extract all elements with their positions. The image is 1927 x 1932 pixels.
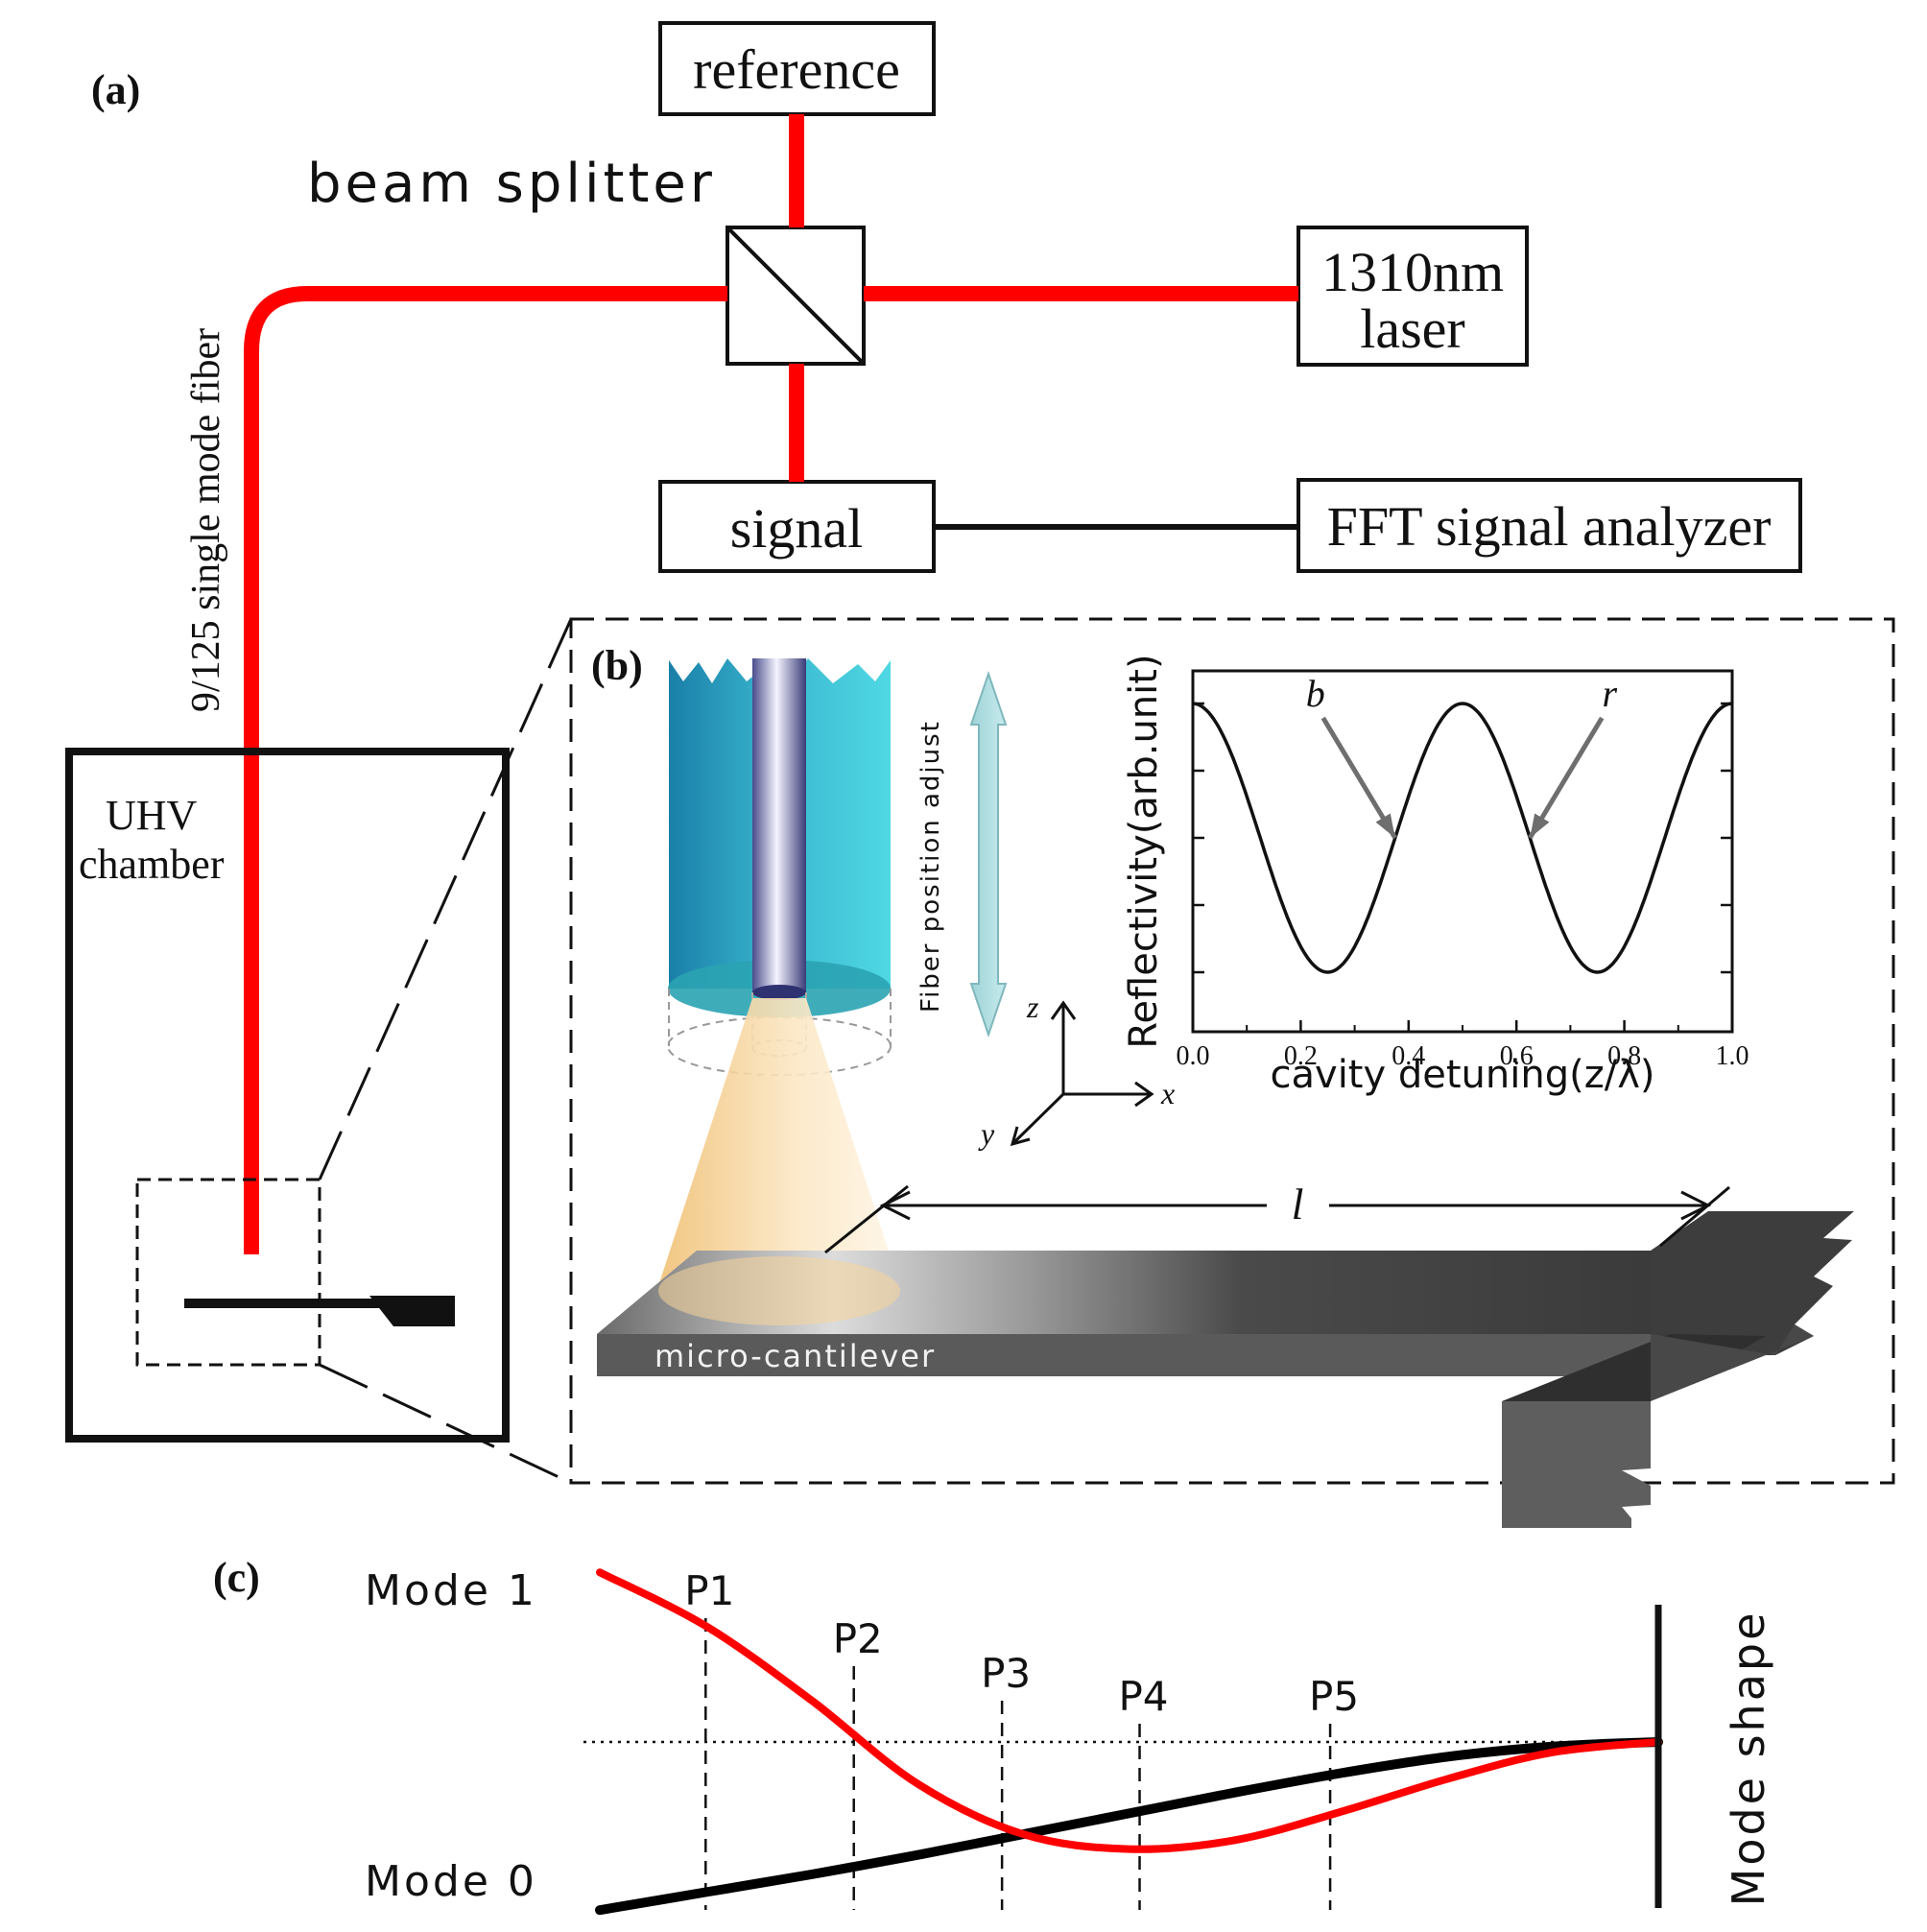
fiber-core <box>752 658 806 992</box>
reflectivity-x-tick-labels: 0.0 0.2 0.4 0.6 0.8 1.0 <box>1177 1041 1749 1071</box>
reflectivity-x-tick-label: 1.0 <box>1716 1041 1749 1071</box>
beam-splitter-label: beam splitter <box>307 153 716 215</box>
annotation-arrow-head <box>1530 813 1550 838</box>
length-indicator <box>824 1184 1730 1254</box>
mode1-curve <box>596 1568 1662 1853</box>
fiber-adjust-label: Fiber position adjust <box>916 720 945 1013</box>
point-label-P3: P3 <box>981 1650 1031 1697</box>
point-label-P2: P2 <box>833 1615 883 1662</box>
zoom-region <box>135 1178 321 1367</box>
fiber-core-end <box>752 985 806 1000</box>
uhv-chamber <box>65 748 510 1443</box>
panel-a-label: (a) <box>91 66 140 113</box>
axis-x-label: x <box>1160 1076 1175 1110</box>
beam-splitter-diagonal <box>726 226 866 366</box>
fft-label: FFT signal analyzer <box>1327 495 1772 558</box>
light-cone <box>658 998 900 1286</box>
reflectivity-ticks <box>1191 702 1734 1032</box>
reflectivity-curve <box>1192 702 1733 974</box>
reflectivity-x-tick-label: 0.4 <box>1392 1041 1425 1071</box>
axis-z-label: z <box>1026 990 1039 1024</box>
cantilever-side <box>597 1334 1670 1376</box>
laser-label-line1: 1310nm <box>1321 241 1504 303</box>
point-label-P5: P5 <box>1309 1673 1359 1720</box>
reflectivity-y-label: Reflectivity(arb.unit) <box>1122 654 1166 1048</box>
reflectivity-x-tick-label: 0.8 <box>1607 1041 1641 1071</box>
uhv-label-line2: chamber <box>79 841 225 888</box>
fiber-label: 9/125 single mode fiber <box>184 328 228 712</box>
cantilever-chip-side <box>1502 1401 1651 1528</box>
cantilever-label: micro-cantilever <box>654 1338 936 1374</box>
mode1-label: Mode 1 <box>365 1566 537 1615</box>
length-symbol: l <box>1292 1180 1304 1228</box>
reflectivity-x-tick-label: 0.6 <box>1500 1041 1534 1071</box>
reflectivity-x-tick-label: 0.2 <box>1284 1041 1318 1071</box>
point-label-P4: P4 <box>1118 1673 1168 1720</box>
panel-c-label: (c) <box>213 1554 260 1601</box>
mode-shape-label: Mode shape <box>1723 1610 1774 1907</box>
light-spot <box>658 1256 900 1325</box>
panel-b-label: (b) <box>591 642 643 689</box>
coordinate-axes <box>1010 1000 1154 1147</box>
mode0-label: Mode 0 <box>365 1857 537 1906</box>
point-label-P1: P1 <box>684 1567 734 1614</box>
signal-label: signal <box>730 497 864 560</box>
zoom-line-top <box>318 618 573 1181</box>
reference-label: reference <box>693 38 900 101</box>
cantilever-sketch-base <box>369 1296 455 1326</box>
zoom-line-bottom <box>319 1363 572 1485</box>
reflectivity-plot-frame <box>1191 669 1734 1034</box>
annotation-label-r: r <box>1602 672 1617 715</box>
fiber-adjust-arrow <box>969 670 1008 1038</box>
laser-label-line2: laser <box>1360 298 1465 360</box>
mode0-curve <box>595 1737 1663 1916</box>
single-mode-fiber <box>244 286 727 1254</box>
reflectivity-x-tick-label: 0.0 <box>1177 1041 1210 1071</box>
cantilever-chip-face <box>1651 1324 1814 1401</box>
inset-frame <box>569 617 1895 1485</box>
cantilever-chip-top <box>1651 1211 1854 1355</box>
annotation-label-b: b <box>1306 672 1325 715</box>
axis-y-label: y <box>978 1116 995 1151</box>
uhv-label-line1: UHV <box>106 792 198 839</box>
annotation-arrow-head <box>1375 813 1395 838</box>
reflectivity-x-label: cavity detuning(z/λ) <box>1271 1053 1655 1097</box>
